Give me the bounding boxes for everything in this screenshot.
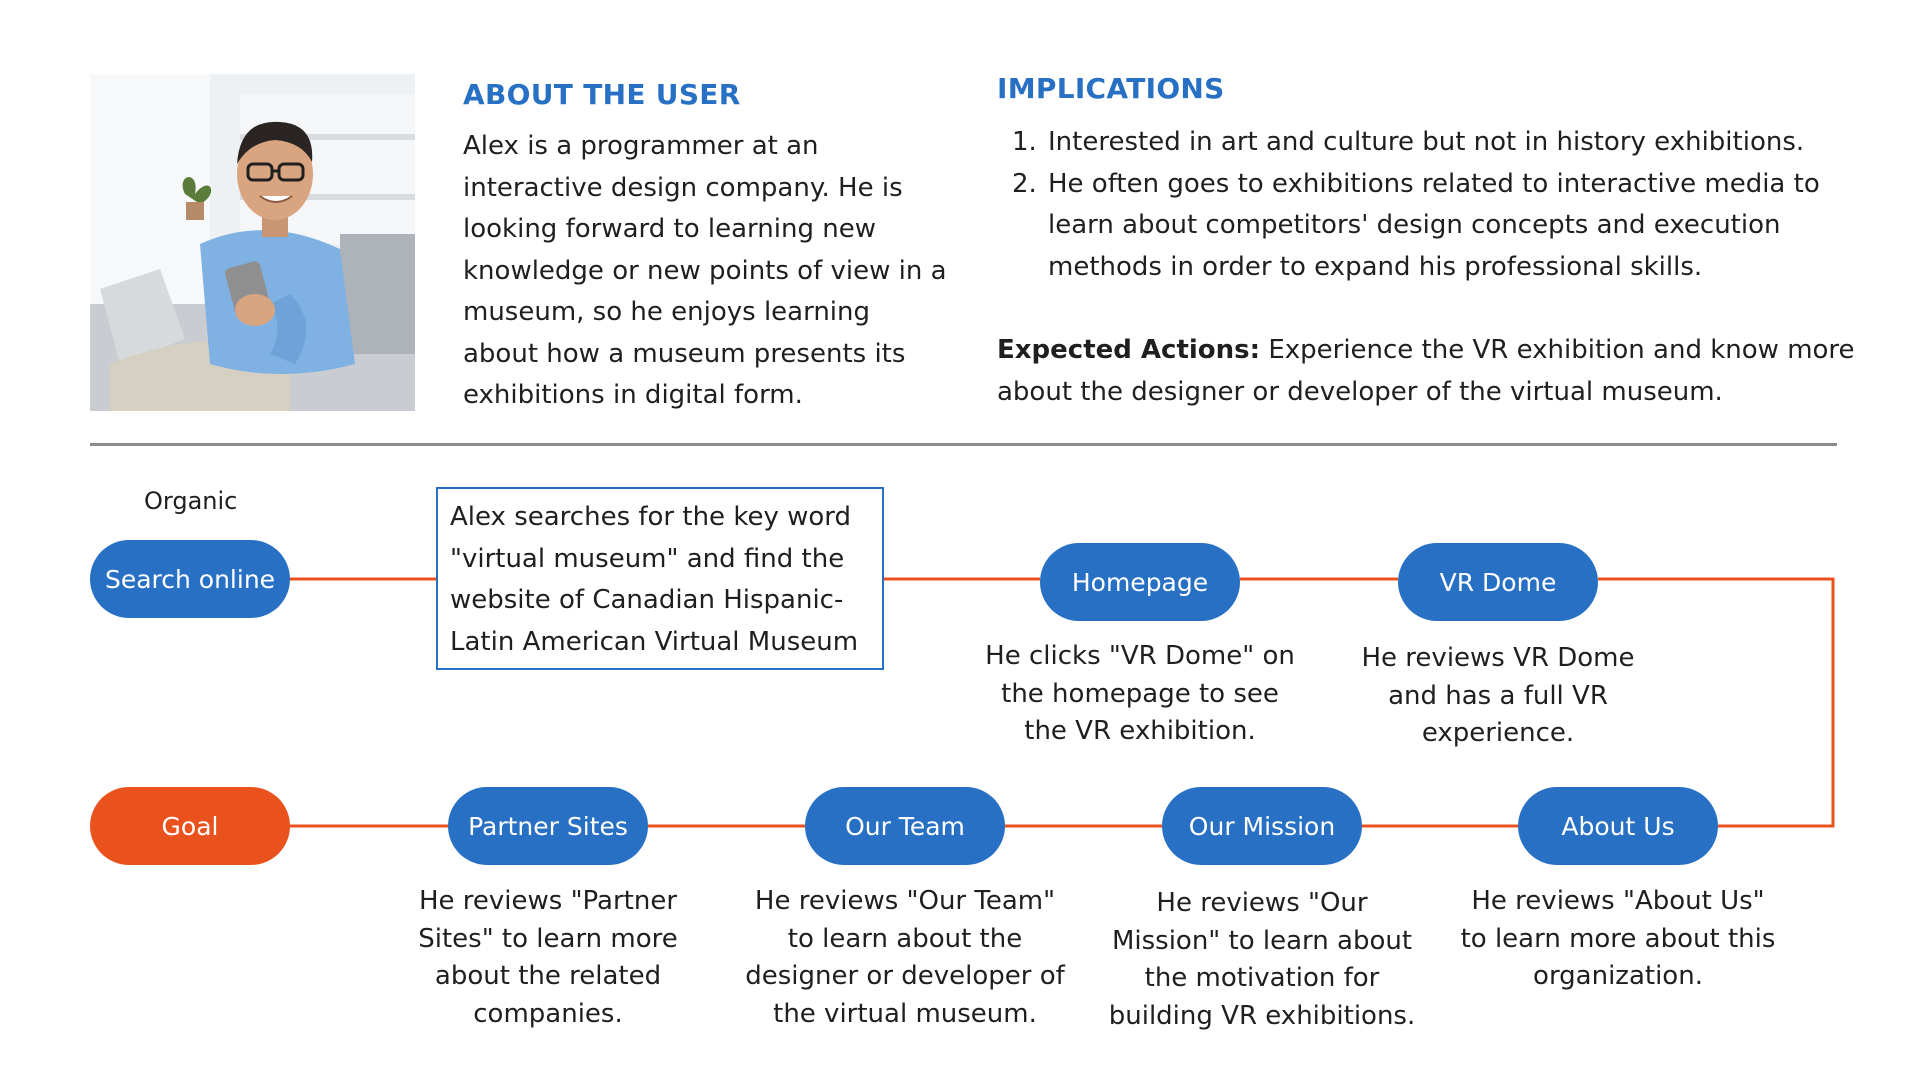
implication-number: 1.	[1012, 127, 1037, 157]
about-us-node: About Us	[1518, 787, 1718, 865]
implications-heading: IMPLICATIONS	[997, 72, 1225, 105]
expected-actions-label: Expected Actions:	[997, 335, 1261, 365]
vr-dome-caption: He reviews VR Dome and has a full VR exp…	[1361, 643, 1635, 748]
partner-sites-caption: He reviews "Partner Sites" to learn more…	[418, 886, 678, 1029]
partner-sites-node: Partner Sites	[448, 787, 648, 865]
our-mission-node: Our Mission	[1162, 787, 1362, 865]
about-text: Alex is a programmer at an interactive d…	[463, 131, 947, 410]
organic-label: Organic	[144, 487, 238, 515]
vr-dome-node: VR Dome	[1398, 543, 1598, 621]
implication-number: 2.	[1012, 168, 1037, 199]
section-divider	[90, 443, 1837, 446]
homepage-caption: He clicks "VR Dome" on the homepage to s…	[985, 641, 1295, 746]
homepage-node: Homepage	[1040, 543, 1240, 621]
expected-actions: Expected Actions: Experience the VR exhi…	[997, 330, 1877, 413]
search-description-box: Alex searches for the key word "virtual …	[436, 487, 884, 670]
implication-text: Interested in art and culture but not in…	[1048, 127, 1805, 157]
implication-text: He often goes to exhibitions related to …	[1048, 168, 1820, 282]
connector-line	[1598, 577, 1835, 828]
our-mission-caption: He reviews "Our Mission" to learn about …	[1108, 888, 1416, 1031]
our-team-caption: He reviews "Our Team" to learn about the…	[745, 886, 1065, 1029]
about-us-caption: He reviews "About Us" to learn more abou…	[1460, 886, 1776, 991]
implication-item: 1. Interested in art and culture but not…	[1012, 122, 1862, 164]
implication-item: 2. He often goes to exhibitions related …	[1012, 164, 1862, 289]
search-online-node: Search online	[90, 540, 290, 618]
expected-actions-text: Experience the VR exhibition and know mo…	[997, 335, 1855, 407]
user-photo	[90, 74, 415, 411]
goal-node: Goal	[90, 787, 290, 865]
about-heading: ABOUT THE USER	[463, 78, 741, 111]
our-team-node: Our Team	[805, 787, 1005, 865]
implications-list: 1. Interested in art and culture but not…	[1012, 122, 1862, 288]
